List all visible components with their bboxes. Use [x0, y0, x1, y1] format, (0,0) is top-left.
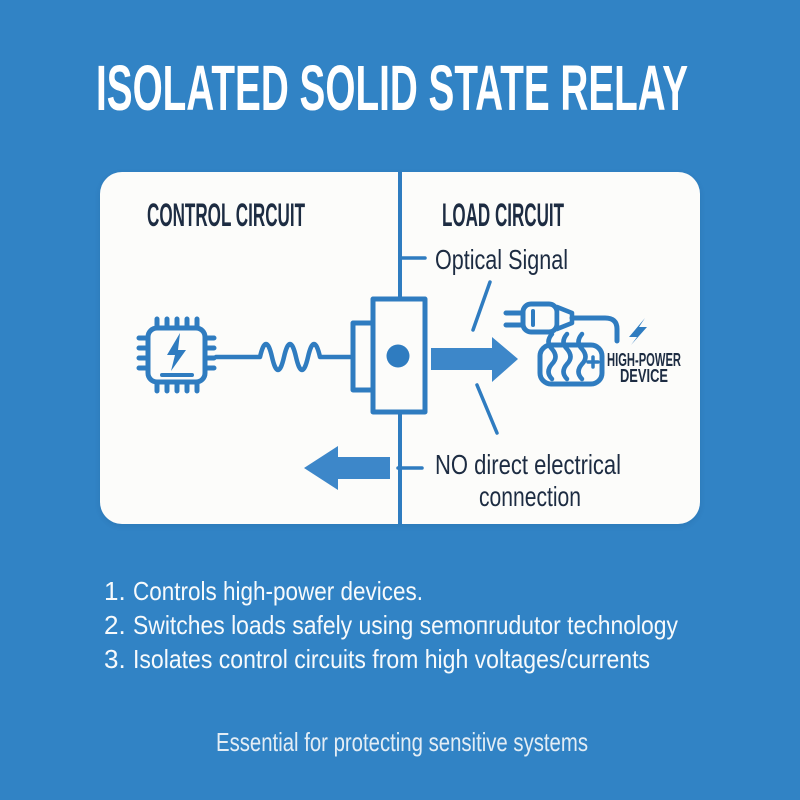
footer-caption-block: Essential for protecting sensitive syste… — [216, 727, 588, 757]
right-arrow-icon — [431, 337, 518, 382]
list-item-number: 2. — [104, 610, 126, 640]
list-item: 3. Isolates control circuits from high v… — [104, 644, 650, 674]
no-connection-label-line1: NO direct electrical — [435, 449, 621, 480]
list-item: 1. Controls high-power devices. — [104, 576, 423, 606]
plug-cord — [569, 315, 620, 344]
lightning-bolt-icon — [629, 318, 647, 345]
list-item: 2. Switches loads safely using semoпrudu… — [104, 610, 678, 640]
left-arrow-icon — [304, 446, 390, 490]
plug-icon — [503, 301, 620, 344]
high-power-device-label-line1: HIGH-POWER — [607, 350, 681, 370]
diagram-panel: CONTROL CIRCUIT LOAD CIRCUIT Optical Sig… — [100, 172, 700, 524]
chip-bolt-glyph — [167, 333, 186, 371]
list-item-number: 1. — [104, 576, 126, 606]
relay-dot — [386, 344, 410, 368]
signal-wave-wire — [213, 341, 356, 373]
page-title: ISOLATED SOLID STATE RELAY — [96, 52, 688, 124]
relay-icon — [350, 296, 428, 415]
control-circuit-header: CONTROL CIRCUIT — [147, 197, 305, 233]
microchip-icon — [136, 316, 217, 394]
list-item-text: Switches loads safely using semoпrudutor… — [133, 610, 678, 640]
plus-glyph — [586, 355, 600, 369]
page-title-block: ISOLATED SOLID STATE RELAY — [96, 52, 688, 124]
list-item-number: 3. — [104, 644, 126, 674]
high-power-device-label-line2: DEVICE — [620, 366, 668, 386]
heater-icon — [537, 331, 605, 387]
heat-waves-glyph — [546, 331, 588, 382]
load-circuit-header: LOAD CIRCUIT — [442, 197, 564, 233]
relay-diagram: CONTROL CIRCUIT LOAD CIRCUIT Optical Sig… — [136, 172, 681, 524]
list-item-text: Controls high-power devices. — [133, 576, 423, 606]
no-connection-label-line2: connection — [479, 481, 581, 512]
optical-leader-line — [471, 280, 492, 332]
list-item-text: Isolates control circuits from high volt… — [133, 644, 650, 674]
optical-signal-label: Optical Signal — [435, 244, 568, 275]
key-points-list: 1. Controls high-power devices. 2. Switc… — [104, 576, 678, 674]
no-connection-leader-line — [475, 383, 499, 435]
footer-caption: Essential for protecting sensitive syste… — [216, 727, 588, 757]
